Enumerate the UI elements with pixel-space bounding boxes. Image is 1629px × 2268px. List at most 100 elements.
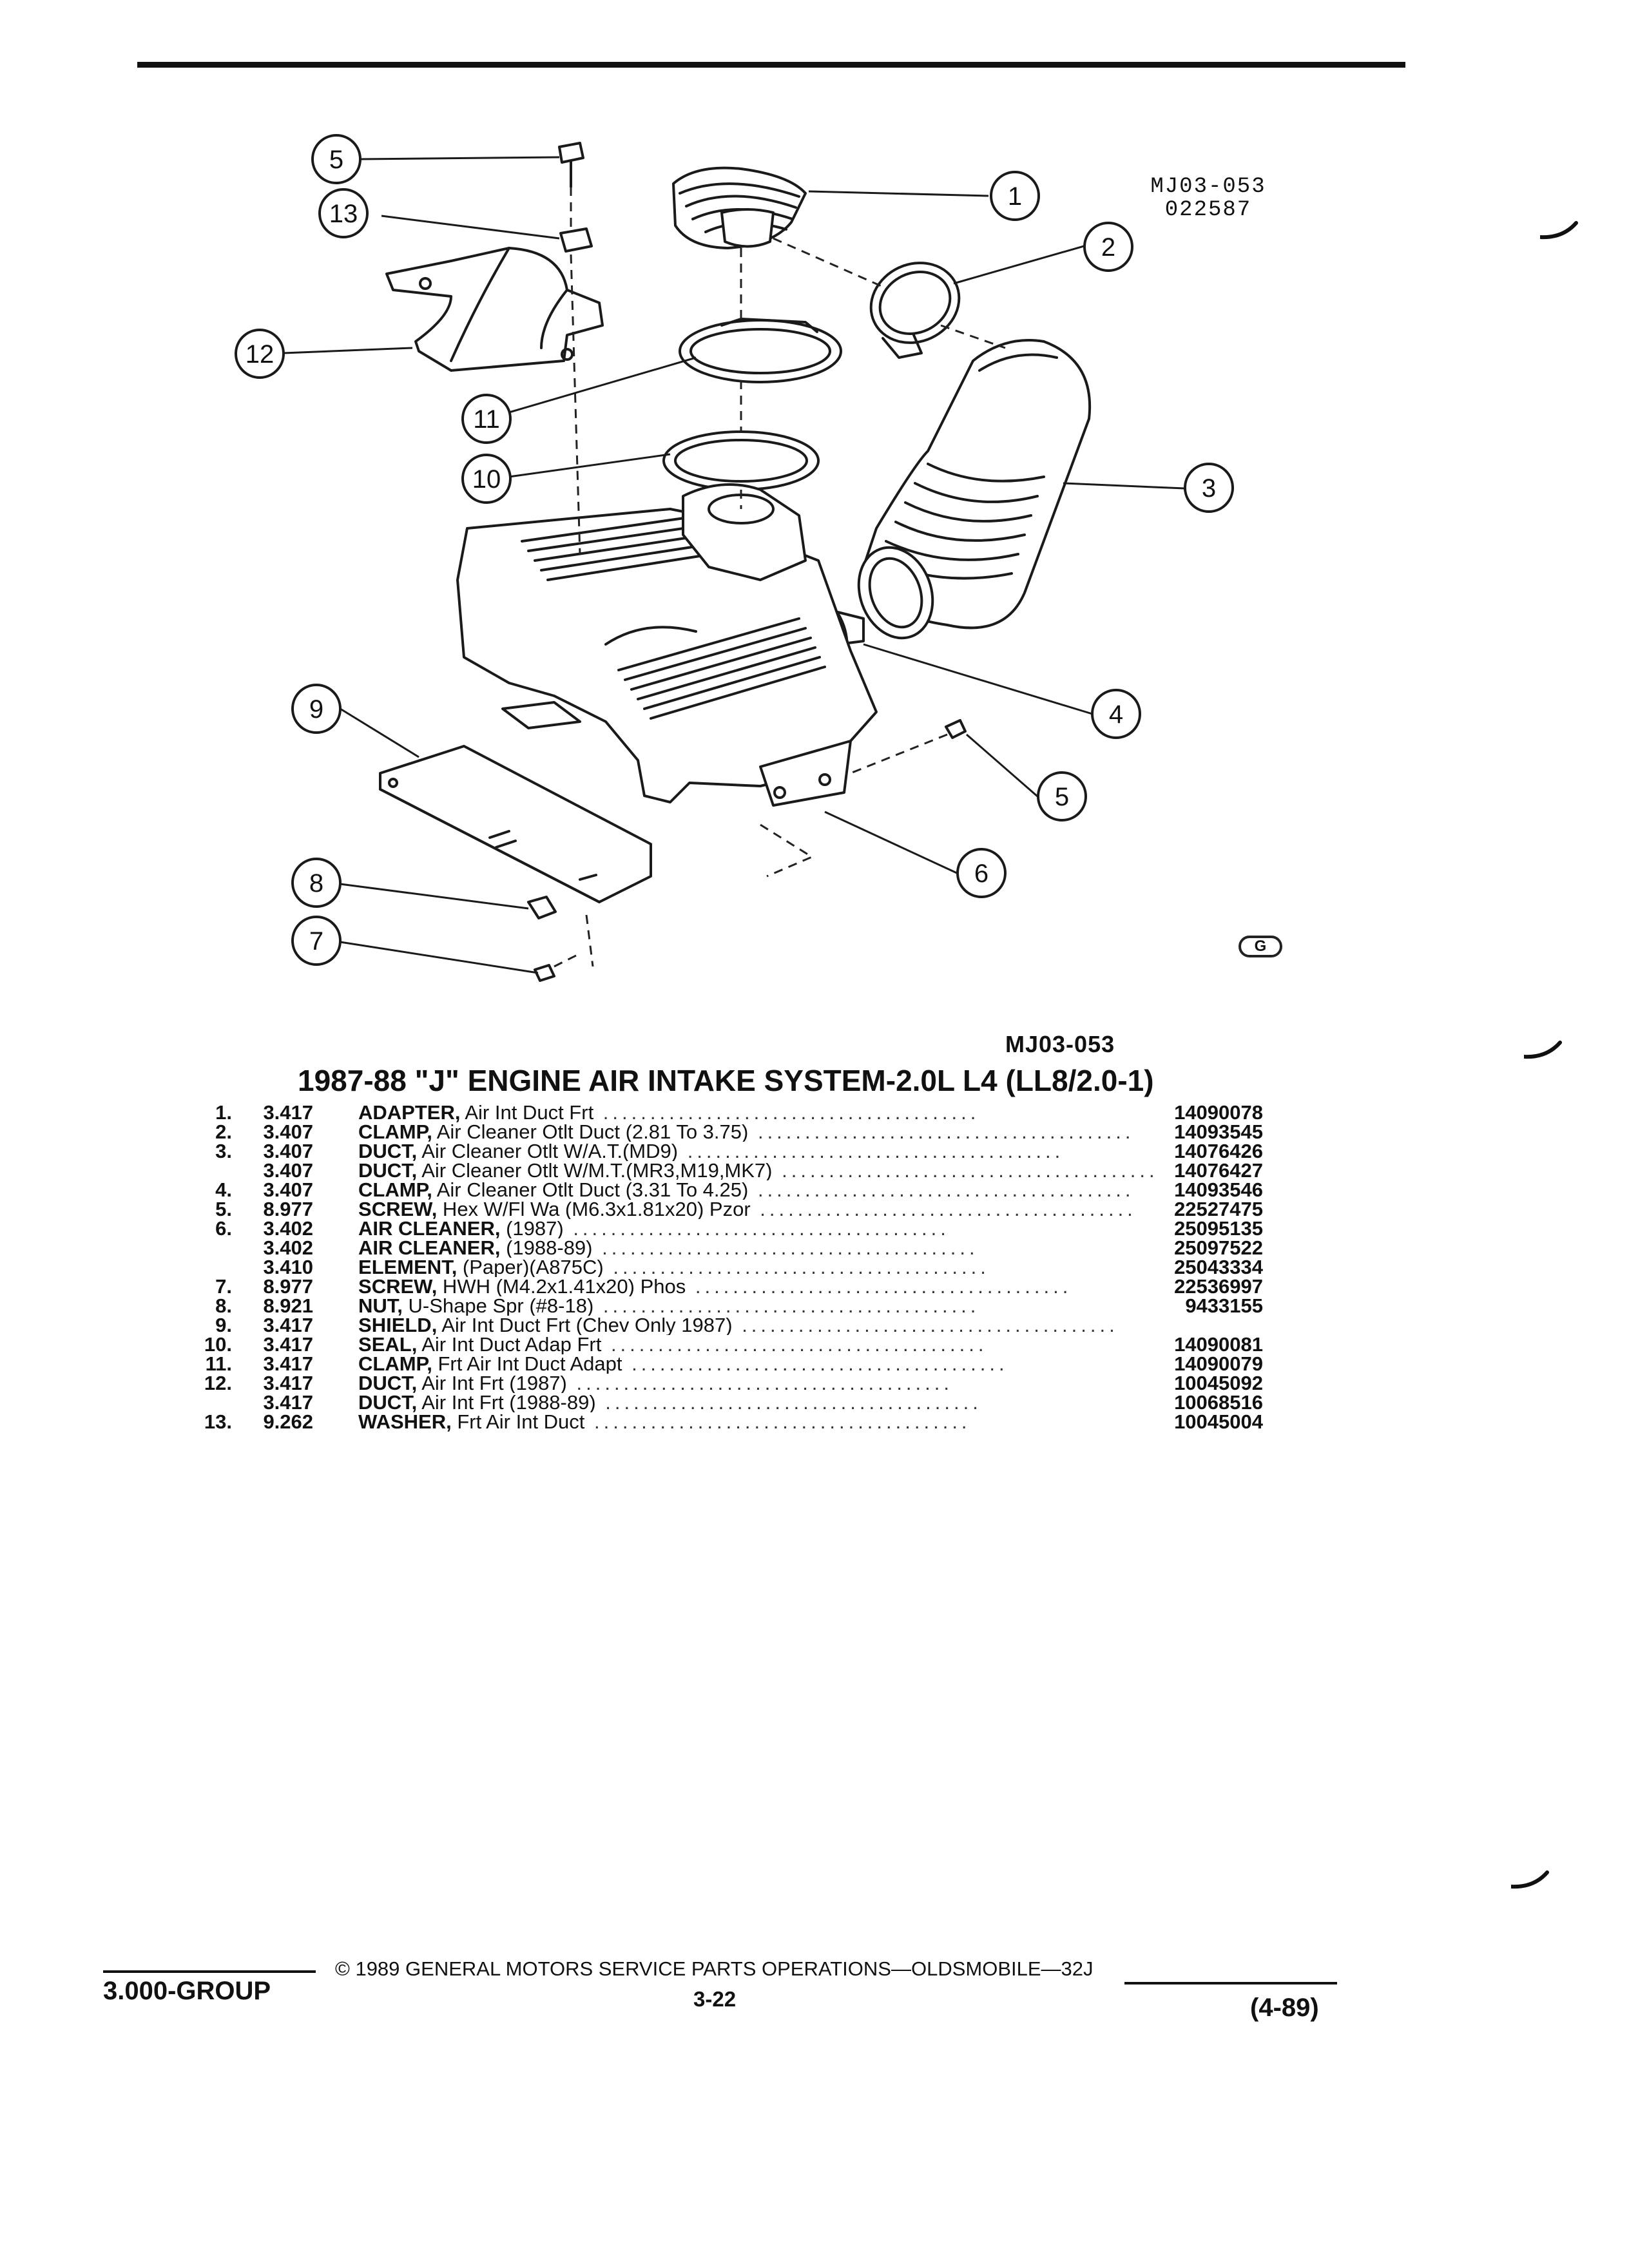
group-number: 3.417 bbox=[263, 1101, 314, 1124]
ref-code-line2: 022587 bbox=[1164, 198, 1252, 222]
part-detail: Air Int Frt (1988-89) bbox=[417, 1393, 596, 1412]
part-detail: Hex W/Fl Wa (M6.3x1.81x20) Pzor bbox=[437, 1200, 751, 1219]
part-detail: Frt Air Int Duct bbox=[451, 1412, 585, 1432]
group-number: 8.977 bbox=[263, 1198, 314, 1220]
item-number: 8. bbox=[215, 1294, 233, 1317]
group-number: 3.407 bbox=[263, 1120, 314, 1143]
part-description: CLAMP, Air Cleaner Otlt Duct (2.81 To 3.… bbox=[358, 1122, 1159, 1142]
callout-1: 1 bbox=[1008, 182, 1022, 211]
part-number: 25043334 bbox=[1174, 1256, 1263, 1278]
item-number: 9. bbox=[215, 1314, 233, 1336]
part-name: AIR CLEANER, bbox=[358, 1219, 501, 1238]
item-number: 5. bbox=[215, 1198, 233, 1220]
part-description: ADAPTER, Air Int Duct Frt ..............… bbox=[358, 1103, 1159, 1122]
part-detail: (1987) bbox=[500, 1219, 564, 1238]
part-name: NUT, bbox=[358, 1296, 403, 1316]
part-detail: Frt Air Int Duct Adapt bbox=[432, 1354, 622, 1374]
dot-leader: ........................................ bbox=[593, 1296, 980, 1316]
group-number: 8.977 bbox=[263, 1275, 314, 1298]
duct-part bbox=[857, 339, 1092, 640]
part-number: 10045004 bbox=[1174, 1410, 1263, 1433]
part-name: SHIELD, bbox=[358, 1316, 438, 1335]
callout-4: 4 bbox=[1109, 700, 1123, 729]
group-number: 8.921 bbox=[263, 1294, 314, 1317]
screw-bottom-part bbox=[534, 964, 555, 982]
part-description: CLAMP, Air Cleaner Otlt Duct (3.31 To 4.… bbox=[358, 1180, 1159, 1200]
part-number: 25097522 bbox=[1174, 1236, 1263, 1259]
washer-part bbox=[559, 227, 593, 253]
part-number: 9433155 bbox=[1185, 1294, 1263, 1317]
group-number: 3.402 bbox=[263, 1236, 314, 1259]
part-description: DUCT, Air Cleaner Otlt W/A.T.(MD9) .....… bbox=[358, 1142, 1159, 1161]
part-number: 14090079 bbox=[1174, 1352, 1263, 1375]
item-number: 13. bbox=[204, 1410, 233, 1433]
part-detail: Air Cleaner Otlt W/M.T.(MR3,M19,MK7) bbox=[417, 1161, 773, 1180]
dot-leader: ........................................ bbox=[748, 1122, 1135, 1142]
dot-leader: ........................................ bbox=[592, 1238, 979, 1258]
item-number: 6. bbox=[215, 1217, 233, 1240]
part-name: ELEMENT, bbox=[358, 1258, 458, 1277]
part-detail: Air Int Frt (1987) bbox=[417, 1374, 567, 1393]
part-description: DUCT, Air Int Frt (1988-89) ............… bbox=[358, 1393, 1159, 1412]
part-description: DUCT, Air Cleaner Otlt W/M.T.(MR3,M19,MK… bbox=[358, 1161, 1159, 1180]
item-number: 7. bbox=[215, 1275, 233, 1298]
callout-3: 3 bbox=[1202, 474, 1216, 503]
item-number: 12. bbox=[204, 1372, 233, 1394]
item-number: 10. bbox=[204, 1333, 233, 1356]
part-number: 14093545 bbox=[1174, 1120, 1263, 1143]
margin-mark bbox=[1511, 1870, 1549, 1889]
nut-part bbox=[527, 896, 557, 919]
callout-6: 6 bbox=[974, 860, 988, 888]
part-description: AIR CLEANER, (1988-89) .................… bbox=[358, 1238, 1159, 1258]
dot-leader: ........................................ bbox=[593, 1103, 980, 1122]
dot-leader: ........................................ bbox=[622, 1354, 1008, 1374]
ref-code-line1: MJ03-053 bbox=[1150, 175, 1266, 199]
callout-2: 2 bbox=[1101, 233, 1115, 262]
part-number: 22527475 bbox=[1174, 1198, 1263, 1220]
group-number: 3.417 bbox=[263, 1314, 314, 1336]
adapter-part bbox=[672, 166, 807, 249]
part-name: SEAL, bbox=[358, 1335, 418, 1354]
item-number bbox=[193, 1393, 240, 1412]
part-detail: Air Cleaner Otlt Duct (2.81 To 3.75) bbox=[432, 1122, 749, 1142]
part-number: 10068516 bbox=[1174, 1391, 1263, 1414]
part-detail: Air Int Duct Adap Frt bbox=[417, 1335, 602, 1354]
dot-leader: ........................................ bbox=[678, 1142, 1065, 1161]
callout-8: 8 bbox=[309, 869, 323, 898]
group-number: 3.417 bbox=[263, 1352, 314, 1375]
part-number: 25095135 bbox=[1174, 1217, 1263, 1240]
part-description: SEAL, Air Int Duct Adap Frt ............… bbox=[358, 1335, 1159, 1354]
callout-5-top: 5 bbox=[329, 146, 343, 174]
part-detail: (1988-89) bbox=[500, 1238, 593, 1258]
callout-13: 13 bbox=[329, 200, 358, 228]
part-number: 14090081 bbox=[1174, 1333, 1263, 1356]
part-name: SCREW, bbox=[358, 1277, 438, 1296]
shield-part bbox=[379, 745, 652, 903]
part-name: DUCT, bbox=[358, 1161, 418, 1180]
table-row: 3.402 AIR CLEANER, (1988-89) ............… bbox=[193, 1238, 1263, 1258]
footer-revision-date: (4-89) bbox=[1250, 1994, 1319, 2022]
part-detail: HWH (M4.2x1.41x20) Phos bbox=[437, 1277, 686, 1296]
part-number: 14076427 bbox=[1174, 1159, 1263, 1182]
callout-10: 10 bbox=[472, 465, 501, 494]
footer-group-label: 3.000-GROUP bbox=[103, 1977, 271, 2005]
seal-ring-part bbox=[662, 430, 820, 491]
diagram-ref-code: MJ03-053 022587 bbox=[1131, 175, 1286, 222]
group-number: 3.402 bbox=[263, 1217, 314, 1240]
group-number: 3.407 bbox=[263, 1140, 314, 1162]
part-number: 14076426 bbox=[1174, 1140, 1263, 1162]
part-number: 22536997 bbox=[1174, 1275, 1263, 1298]
dot-leader: ........................................ bbox=[595, 1393, 982, 1412]
